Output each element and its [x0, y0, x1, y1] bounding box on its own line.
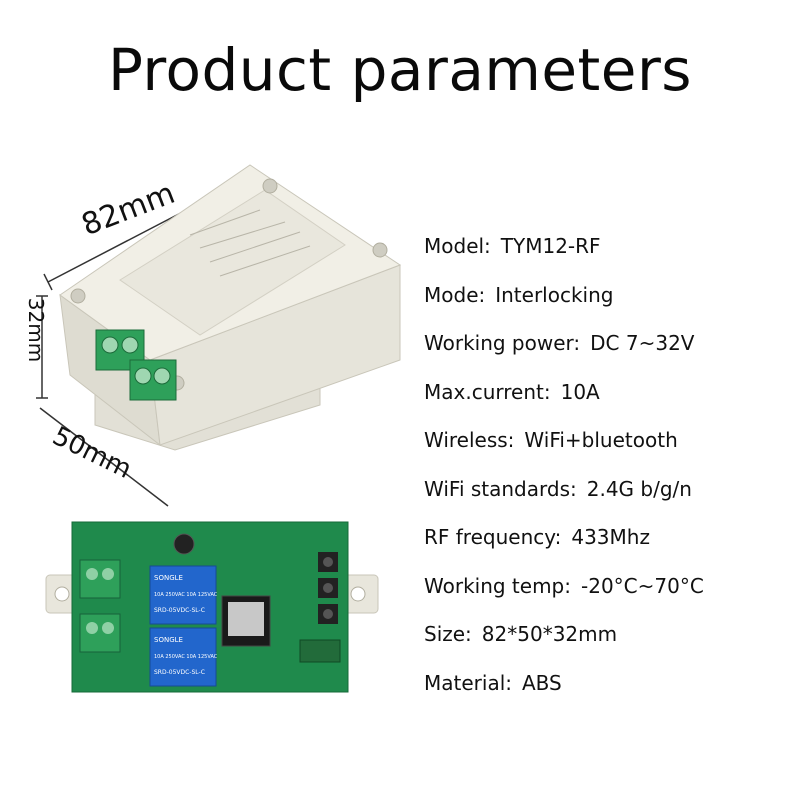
spec-row-max-current: Max.current: 10A [424, 376, 704, 425]
spec-value: 433Mhz [571, 525, 650, 549]
spec-value: 82*50*32mm [481, 622, 618, 646]
spec-label: Size: [424, 622, 472, 646]
spec-label: Wireless: [424, 428, 515, 452]
relay-2 [149, 627, 217, 687]
enclosure [59, 164, 402, 451]
relay-1-brand: SONGLE [154, 574, 183, 582]
spec-row-model: Model: TYM12-RF [424, 230, 704, 279]
spec-row-wireless: Wireless: WiFi+bluetooth [424, 424, 704, 473]
spec-row-rf-frequency: RF frequency: 433Mhz [424, 521, 704, 570]
relay-1-model: SRD-05VDC-SL-C [154, 607, 205, 614]
spec-value: 2.4G b/g/n [586, 476, 692, 501]
spec-value: ABS [522, 670, 562, 695]
spec-label: Material: [424, 670, 512, 695]
spec-value: 10A [560, 379, 600, 404]
spec-row-wifi-standards: WiFi standards: 2.4G b/g/n [424, 473, 704, 522]
page-title: Product parameters [107, 36, 693, 104]
spec-row-mode: Mode: Interlocking [424, 279, 704, 328]
relay-2-rating: 10A 250VAC 10A 125VAC [154, 654, 218, 660]
spec-label: Model: [424, 234, 491, 258]
spec-value: Interlocking [495, 282, 614, 307]
spec-value: WiFi+bluetooth [524, 428, 678, 452]
spec-row-working-temp: Working temp: -20°C~70°C [424, 570, 704, 619]
spec-list: Model: TYM12-RF Mode: Interlocking Working… [424, 230, 704, 715]
spec-row-working-power: Working power: DC 7~32V [424, 327, 704, 376]
spec-label: WiFi standards: [424, 476, 577, 501]
spec-row-size: Size: 82*50*32mm [424, 618, 704, 667]
spec-value: TYM12-RF [500, 234, 601, 258]
relay-2-model: SRD-05VDC-SL-C [154, 669, 205, 676]
spec-label: RF frequency: [424, 525, 562, 549]
dimension-height-label: 32mm [24, 297, 49, 363]
dimension-line-width [39, 407, 169, 507]
spec-label: Working temp: [424, 573, 571, 598]
spec-label: Mode: [424, 282, 486, 307]
spec-label: Max.current: [424, 379, 551, 404]
spec-value: -20°C~70°C [581, 573, 704, 598]
relay-1-rating: 10A 250VAC 10A 125VAC [154, 592, 218, 598]
spec-value: DC 7~32V [590, 331, 695, 355]
relay-1 [149, 565, 217, 625]
spec-row-material: Material: ABS [424, 667, 704, 716]
relay-2-brand: SONGLE [154, 636, 183, 644]
spec-label: Working power: [424, 331, 581, 355]
pcb-board [45, 521, 379, 693]
